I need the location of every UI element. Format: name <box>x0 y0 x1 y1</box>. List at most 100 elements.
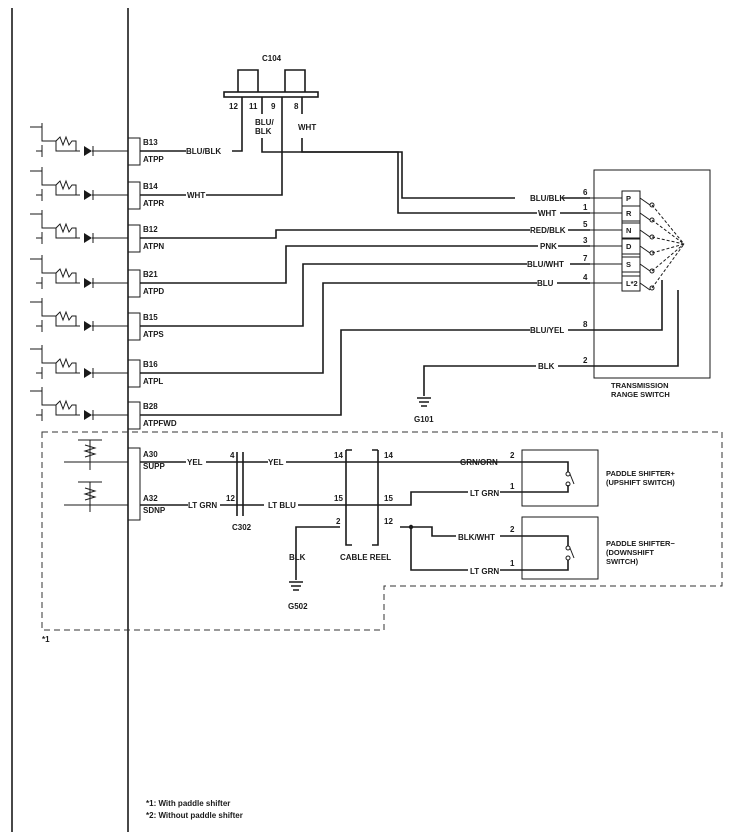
range-wire-pin: 1 <box>583 203 588 212</box>
c104-wire-wht: WHT <box>298 123 316 132</box>
ecm-signal-label: ATPFWD <box>143 419 177 428</box>
c104-wire-blu-blk-1: BLU/ <box>255 118 274 127</box>
range-switch-wires: BLU/BLK WHT <box>140 114 679 416</box>
c104-pin-9: 9 <box>271 102 276 111</box>
paddle-shifter-region: *1 <box>41 431 723 644</box>
ecm-signal-label: ATPS <box>143 330 164 339</box>
ecm-pin-label: B28 <box>143 402 158 411</box>
ecm-pin-label: B21 <box>143 270 158 279</box>
range-wire-label: BLU <box>537 279 554 288</box>
footnotes: *1: With paddle shifter *2: Without padd… <box>146 799 243 820</box>
paddle-pins: A30 SUPP A32 SDNP <box>128 447 166 521</box>
range-switch-contacts <box>639 197 685 291</box>
upshift-label-2: (UPSHIFT SWITCH) <box>606 478 675 487</box>
ecm-module-outline <box>11 8 129 832</box>
range-wire-label: WHT <box>538 209 556 218</box>
ecm-circuit-5 <box>30 345 128 379</box>
upshift-pin-1: 1 <box>510 482 515 491</box>
paddle-wire-yel: YEL <box>268 458 284 467</box>
paddle-pin-a32: A32 <box>143 494 158 503</box>
ecm-signal-label: ATPP <box>143 155 164 164</box>
downshift-switch: 2 1 PADDLE SHIFTER− (DOWNSHIFT SWITCH) <box>508 516 675 580</box>
ground-g101: G101 <box>414 397 434 424</box>
downshift-label-2: (DOWNSHIFT <box>606 548 654 557</box>
range-wire-pin: 5 <box>583 220 588 229</box>
diode-icon <box>84 190 92 200</box>
reel-right-pin-15: 15 <box>384 494 393 503</box>
c104-label: C104 <box>262 54 282 63</box>
range-wire-label: BLK <box>538 362 555 371</box>
range-position-label: L*2 <box>626 279 638 288</box>
connector-c104: C104 12 11 9 8 BLU/ BLK WHT <box>223 54 319 136</box>
ecm-circuit-1 <box>30 167 128 201</box>
diode-icon <box>84 278 92 288</box>
connector-c302: 4 12 C302 <box>226 451 252 532</box>
c302-label: C302 <box>232 523 252 532</box>
c104-pin-11: 11 <box>249 102 258 111</box>
range-wire-pin: 8 <box>583 320 588 329</box>
range-wire-pin: 4 <box>583 273 588 282</box>
range-wire-label: BLU/WHT <box>527 260 564 269</box>
ecm-circuit-3 <box>30 255 128 289</box>
range-switch-label-1: TRANSMISSION <box>611 381 669 390</box>
range-switch-label-2: RANGE SWITCH <box>611 390 670 399</box>
range-wire-label: PNK <box>540 242 557 251</box>
wire-label-b14: WHT <box>187 191 205 200</box>
ecm-pin-label: B14 <box>143 182 158 191</box>
ground-g502: G502 <box>288 581 308 611</box>
ecm-circuit-6 <box>30 387 128 421</box>
upshift-switch: 2 1 PADDLE SHIFTER+ (UPSHIFT SWITCH) <box>508 449 675 507</box>
upshift-wire-grnorn: GRN/ORN <box>460 458 498 467</box>
range-position-label: P <box>626 194 631 203</box>
diode-icon <box>84 410 92 420</box>
downshift-wire-blkwht: BLK/WHT <box>458 533 495 542</box>
paddle-ecm-circuits <box>64 439 128 512</box>
paddle-marker: *1 <box>42 635 50 644</box>
c302-pin-4: 4 <box>230 451 235 460</box>
g101-label: G101 <box>414 415 434 424</box>
paddle-pin-a30: A30 <box>143 450 158 459</box>
downshift-label-3: SWITCH) <box>606 557 639 566</box>
range-position-label: S <box>626 260 631 269</box>
downshift-label-1: PADDLE SHIFTER− <box>606 539 675 548</box>
range-position-label: D <box>626 242 632 251</box>
wire-label-b13: BLU/BLK <box>186 147 221 156</box>
reel-left-pin-14: 14 <box>334 451 343 460</box>
reel-right-pin-12: 12 <box>384 517 393 526</box>
upshift-wire-ltgrn: LT GRN <box>470 489 499 498</box>
ecm-signal-label: ATPL <box>143 377 163 386</box>
paddle-wire-ltblu: LT BLU <box>268 501 296 510</box>
ecm-signal-label: ATPN <box>143 242 164 251</box>
downshift-pin-1: 1 <box>510 559 515 568</box>
paddle-wire-blk: BLK <box>289 553 306 562</box>
range-wire-label: RED/BLK <box>530 226 566 235</box>
diode-icon <box>84 321 92 331</box>
range-position-label: N <box>626 226 631 235</box>
range-position-label: R <box>626 209 632 218</box>
ecm-pin-label: B15 <box>143 313 158 322</box>
upshift-pin-2: 2 <box>510 451 515 460</box>
ecm-internal-circuits <box>30 123 128 421</box>
ecm-circuit-4 <box>30 298 128 332</box>
cable-reel-label: CABLE REEL <box>340 553 391 562</box>
footnote-2: *2: Without paddle shifter <box>146 811 243 820</box>
downshift-pin-2: 2 <box>510 525 515 534</box>
reel-left-pin-2: 2 <box>336 517 341 526</box>
g502-label: G502 <box>288 602 308 611</box>
ecm-signal-label: ATPR <box>143 199 164 208</box>
range-wire-pin: 2 <box>583 356 588 365</box>
paddle-wires: YEL LT GRN YEL LT BLU BLK GRN/ORN LT GRN… <box>140 458 508 580</box>
reel-right-pin-14: 14 <box>384 451 393 460</box>
c104-pin-12: 12 <box>229 102 238 111</box>
diode-icon <box>84 368 92 378</box>
range-wire-label: BLU/YEL <box>530 326 564 335</box>
range-wire-pin: 3 <box>583 236 588 245</box>
ecm-circuit-0 <box>30 123 128 157</box>
diode-icon <box>84 233 92 243</box>
paddle-wire-ltgrn-left: LT GRN <box>188 501 217 510</box>
ecm-pin-label: B13 <box>143 138 158 147</box>
c104-wire-blu-blk-2: BLK <box>255 127 272 136</box>
